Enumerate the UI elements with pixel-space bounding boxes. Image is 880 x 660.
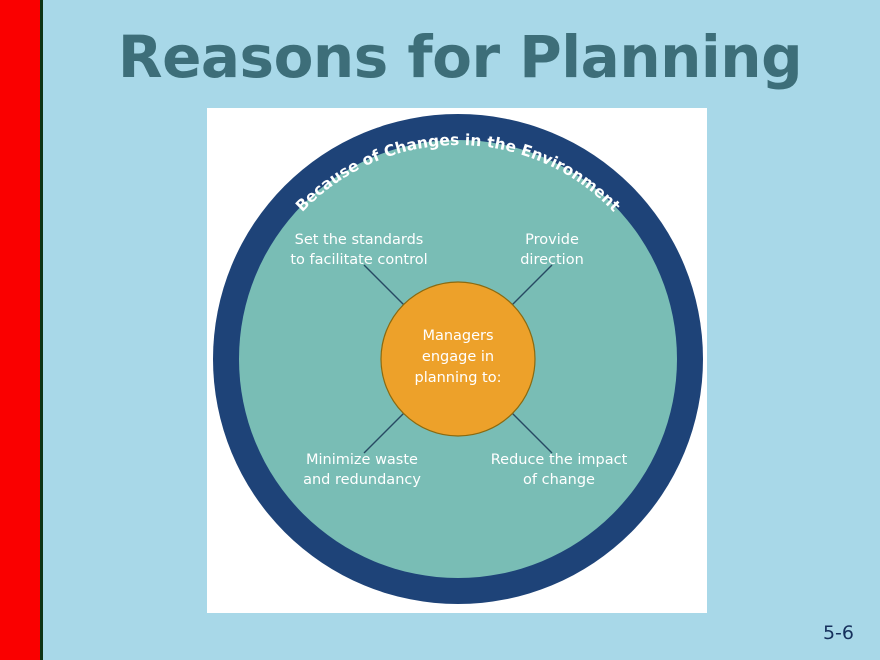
spoke-label-set-standards: Set the standards to facilitate control xyxy=(290,232,427,268)
spoke-label-provide-direction-line-1: Provide xyxy=(525,232,579,248)
page-number: 5-6 xyxy=(822,622,854,644)
core-label-line-1: Managers xyxy=(422,328,493,344)
left-accent-bar xyxy=(0,0,40,660)
spoke-label-provide-direction: Provide direction xyxy=(520,232,584,268)
spoke-label-reduce-impact-line-1: Reduce the impact xyxy=(491,452,628,468)
spoke-label-set-standards-line-2: to facilitate control xyxy=(290,252,427,268)
left-accent-rule xyxy=(40,0,43,660)
spoke-line-bottom-right xyxy=(510,411,553,454)
spoke-line-top-left xyxy=(363,264,406,307)
spoke-line-top-right xyxy=(510,264,553,307)
spoke-label-minimize-waste: Minimize waste and redundancy xyxy=(303,452,421,488)
spoke-label-minimize-waste-line-1: Minimize waste xyxy=(306,452,418,468)
spoke-label-reduce-impact-line-2: of change xyxy=(523,472,595,488)
reasons-for-planning-diagram: Because of Changes in the Environment Ma… xyxy=(213,114,703,604)
core-circle xyxy=(380,281,536,437)
page-title: Reasons for Planning xyxy=(117,23,803,91)
diagram-panel: Because of Changes in the Environment Ma… xyxy=(207,108,707,613)
spoke-line-bottom-left xyxy=(363,411,406,454)
spoke-label-minimize-waste-line-2: and redundancy xyxy=(303,472,421,488)
core-label-line-3: planning to: xyxy=(415,370,502,386)
spoke-lines xyxy=(363,264,553,454)
spoke-label-reduce-impact: Reduce the impact of change xyxy=(491,452,628,488)
core-label-line-2: engage in xyxy=(422,349,494,365)
core-label: Managers engage in planning to: xyxy=(415,328,502,386)
spoke-label-set-standards-line-1: Set the standards xyxy=(295,232,424,248)
spoke-label-provide-direction-line-2: direction xyxy=(520,252,584,268)
